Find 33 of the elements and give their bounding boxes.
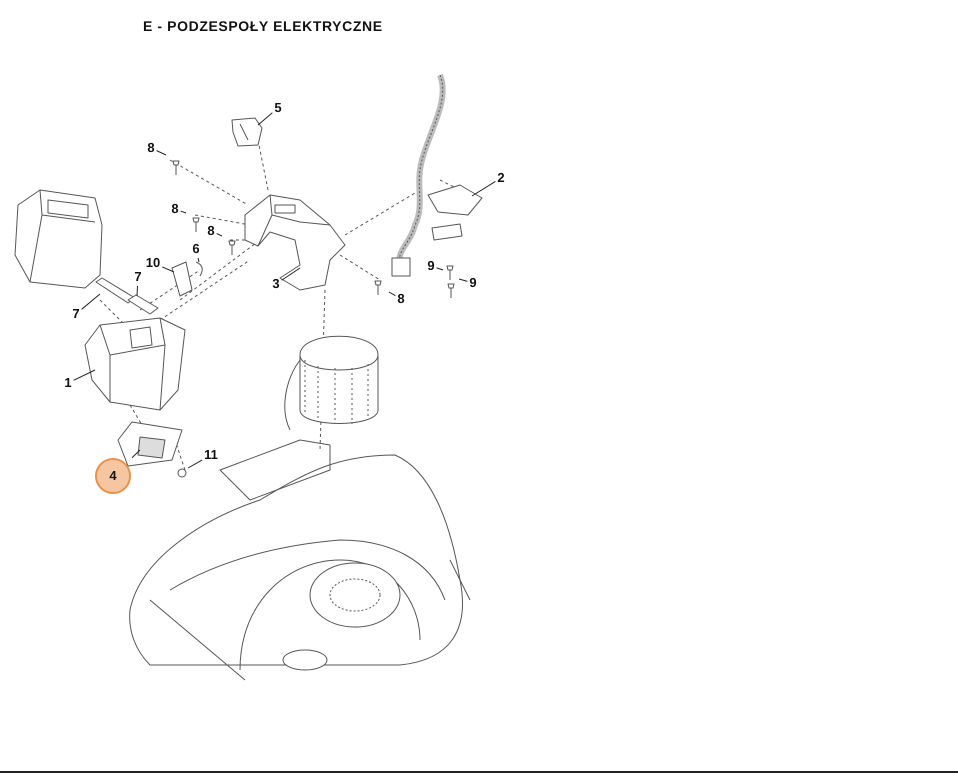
leader-line — [73, 370, 96, 381]
highlighted-callout-number: 4 — [95, 458, 131, 494]
leader-line — [436, 267, 444, 270]
callout-number: 2 — [496, 170, 506, 186]
leader-line — [281, 268, 300, 281]
callout-number: 1 — [63, 375, 73, 391]
callout-number: 10 — [144, 255, 162, 271]
leader-line — [81, 294, 100, 310]
leader-line — [388, 292, 396, 296]
leader-line — [458, 278, 468, 282]
leader-line — [216, 233, 222, 236]
callout-number: 5 — [273, 100, 283, 116]
leader-line — [156, 150, 166, 156]
callout-number: 9 — [426, 258, 436, 274]
leader-line — [258, 112, 273, 126]
page-title: E - PODZESPOŁY ELEKTRYCZNE — [143, 18, 383, 34]
callout-number: 7 — [71, 306, 81, 322]
leader-line — [472, 180, 496, 196]
callout-number: 3 — [271, 276, 281, 292]
leader-line — [132, 450, 140, 458]
callout-number: 8 — [170, 201, 180, 217]
callout-number: 8 — [146, 140, 156, 156]
callout-number: 8 — [206, 223, 216, 239]
leader-line — [198, 258, 200, 262]
callout-number: 11 — [203, 447, 219, 463]
callout-number: 9 — [468, 275, 478, 291]
leader-line — [136, 286, 138, 296]
leader-line — [162, 266, 174, 272]
leader-line — [180, 210, 186, 214]
leader-line — [188, 460, 203, 468]
callout-number: 7 — [133, 269, 143, 285]
callout-number: 6 — [191, 241, 201, 257]
callout-number: 8 — [396, 291, 406, 307]
